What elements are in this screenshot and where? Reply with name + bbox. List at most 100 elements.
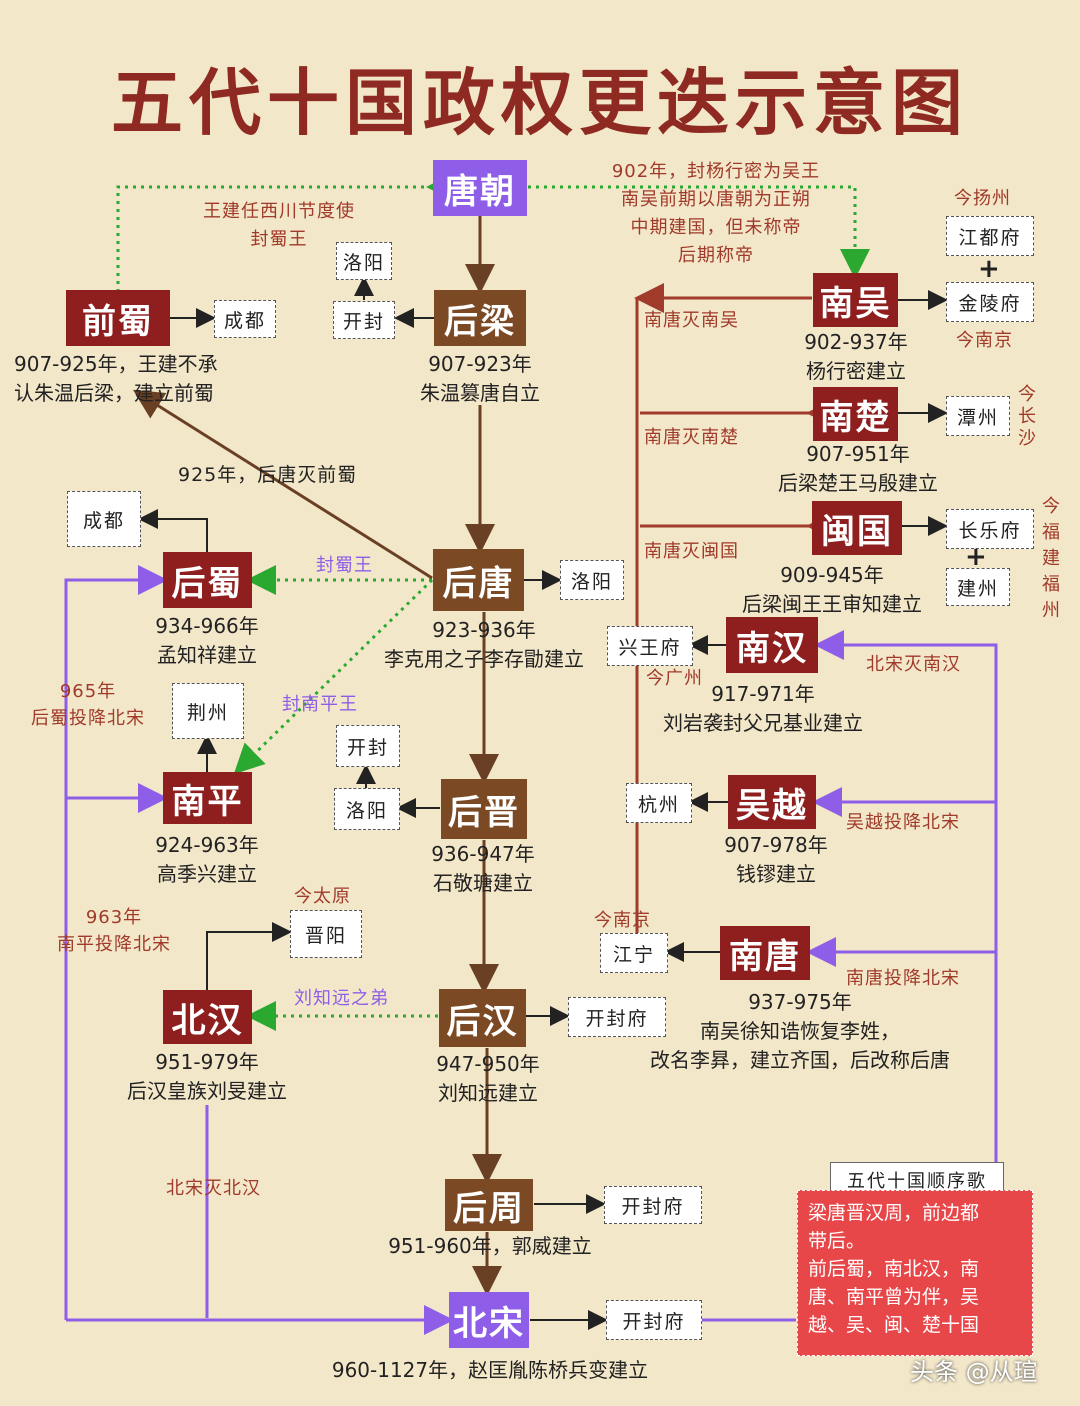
note-line: 封蜀王: [250, 229, 308, 250]
note-line: 965年: [59, 681, 117, 702]
regime-nantang: 南唐: [720, 926, 810, 980]
label-today-taiyuan: 今太原: [294, 886, 351, 907]
regime-houliang: 后梁: [434, 290, 526, 346]
label-nanping-surrender: 963年 南平投降北宋: [46, 904, 182, 958]
desc-line: 改名李昪，建立齐国，后改称后唐: [650, 1048, 950, 1072]
desc-line: 934-966年: [155, 614, 259, 638]
city-kaifengfu: 开封府: [568, 997, 666, 1037]
desc-line: 902-937年: [804, 330, 908, 354]
note-qianshu: 王建任西川节度使 封蜀王: [184, 198, 374, 254]
regime-houhan: 后汉: [439, 989, 526, 1047]
regime-minguo: 闽国: [812, 501, 902, 555]
regime-beisong: 北宋: [449, 1292, 529, 1348]
city-jingzhou: 荆州: [172, 683, 244, 739]
desc-line: 李克用之子李存勖建立: [384, 647, 584, 671]
desc-line: 钱镠建立: [736, 862, 816, 886]
label-nantang-surrender: 南唐投降北宋: [846, 968, 960, 989]
label-beisong-beihan: 北宋灭北汉: [166, 1178, 261, 1199]
regime-nanping: 南平: [163, 772, 252, 824]
city-xingwangfu: 兴王府: [607, 626, 693, 666]
label-today-guangzhou: 今广州: [646, 668, 703, 689]
desc-line: 960-1127年，赵匡胤陈桥兵变建立: [331, 1358, 649, 1382]
tang-links: [116, 172, 870, 1031]
capital-arrows: [138, 276, 948, 1330]
desc-houliang: 907-923年 朱温篡唐自立: [390, 350, 570, 408]
desc-line: 后梁闽王王审知建立: [742, 592, 922, 616]
city-kaifeng: 开封: [333, 301, 395, 339]
desc-minguo: 909-945年 后梁闽王王审知建立: [720, 561, 944, 619]
regime-tang: 唐朝: [433, 160, 527, 216]
desc-line: 923-936年: [432, 618, 536, 642]
label-houtang-qianshu: 925年，后唐灭前蜀: [178, 464, 358, 486]
note-line: 南平投降北宋: [57, 934, 171, 955]
desc-line: 947-950年: [436, 1052, 540, 1076]
city-kaifengfu: 开封府: [604, 1186, 702, 1224]
city-chengdu: 成都: [67, 491, 141, 547]
song-lines: [64, 565, 998, 1335]
desc-line: 907-951年: [806, 442, 910, 466]
note-line: 后蜀投降北宋: [31, 708, 145, 729]
desc-beihan: 951-979年 后汉皇族刘旻建立: [98, 1048, 316, 1106]
note-line: 中期建国，但未称帝: [630, 217, 802, 238]
song-line: 唐、南平曾为伴，吴: [808, 1286, 980, 1308]
desc-line: 907-925年，王建不承: [14, 352, 218, 376]
desc-nanhan: 917-971年 刘岩袭封父兄基业建立: [640, 680, 886, 738]
desc-line: 杨行密建立: [806, 359, 906, 383]
city-jiangning: 江宁: [600, 933, 668, 973]
label-feng-shuwang: 封蜀王: [316, 555, 373, 576]
regime-nanwu: 南吴: [813, 273, 898, 327]
city-jiangdufu: 江都府: [946, 216, 1034, 256]
city-luoyang: 洛阳: [336, 242, 392, 280]
succession-lines: [132, 216, 502, 1296]
desc-line: 后汉皇族刘旻建立: [127, 1079, 287, 1103]
label-today-nanjing: 今南京: [594, 910, 651, 931]
label-nantang-nanwu: 南唐灭南吴: [644, 310, 739, 331]
label-today-yangzhou: 今扬州: [954, 188, 1011, 209]
desc-nanping: 924-963年 高季兴建立: [120, 831, 294, 889]
desc-line: 907-923年: [428, 352, 532, 376]
label-today-changsha: 今长沙: [1018, 384, 1036, 449]
label-feng-nanpingwang: 封南平王: [282, 694, 358, 715]
label-nantang-nanchu: 南唐灭南楚: [644, 427, 739, 448]
city-jinyang: 晋阳: [290, 910, 362, 958]
song-line: 前后蜀，南北汉，南: [808, 1258, 980, 1280]
desc-houshu: 934-966年 孟知祥建立: [120, 612, 294, 670]
note-nanwu: 902年，封杨行密为吴王 南吴前期以唐朝为正朔 中期建国，但未称帝 后期称帝: [568, 158, 864, 270]
note-line: 902年，封杨行密为吴王: [611, 161, 821, 182]
city-kaifeng: 开封: [336, 725, 400, 767]
regime-houjin: 后晋: [441, 779, 527, 839]
label-wuyue-surrender: 吴越投降北宋: [846, 812, 960, 833]
desc-houjin: 936-947年 石敬瑭建立: [396, 840, 570, 898]
desc-beisong: 960-1127年，赵匡胤陈桥兵变建立: [300, 1356, 680, 1385]
city-luoyang: 洛阳: [334, 788, 400, 830]
desc-line: 高季兴建立: [157, 862, 257, 886]
regime-nanchu: 南楚: [813, 387, 898, 441]
song-line: 越、吴、闽、楚十国: [808, 1314, 980, 1336]
note-line: 南吴前期以唐朝为正朔: [621, 189, 811, 210]
desc-houzhou: 951-960年，郭威建立: [370, 1232, 610, 1261]
note-line: 963年: [85, 907, 143, 928]
plus-sign: +: [965, 542, 987, 572]
city-kaifengfu: 开封府: [606, 1300, 702, 1340]
label-nantang-minguo: 南唐灭闽国: [644, 541, 739, 562]
desc-line: 951-960年，郭威建立: [388, 1234, 592, 1258]
desc-line: 909-945年: [780, 563, 884, 587]
desc-line: 917-971年: [711, 682, 815, 706]
regime-houzhou: 后周: [445, 1179, 533, 1231]
desc-nanchu: 907-951年 后梁楚王马殷建立: [756, 440, 960, 498]
desc-line: 孟知祥建立: [157, 643, 257, 667]
regime-houshu: 后蜀: [163, 552, 252, 608]
regime-wuyue: 吴越: [728, 775, 816, 829]
desc-line: 后梁楚王马殷建立: [778, 471, 938, 495]
desc-line: 南吴徐知诰恢复李姓，: [700, 1019, 900, 1043]
desc-qianshu: 907-925年，王建不承 认朱温后梁，建立前蜀: [14, 350, 218, 408]
note-line: 后期称帝: [678, 245, 754, 266]
desc-nantang: 937-975年 南吴徐知诰恢复李姓， 改名李昪，建立齐国，后改称后唐: [630, 988, 970, 1075]
desc-nanwu: 902-937年 杨行密建立: [780, 328, 932, 386]
song-line: 带后。: [808, 1230, 866, 1252]
plus-sign: +: [978, 254, 1000, 284]
desc-line: 刘岩袭封父兄基业建立: [663, 711, 863, 735]
desc-line: 951-979年: [155, 1050, 259, 1074]
